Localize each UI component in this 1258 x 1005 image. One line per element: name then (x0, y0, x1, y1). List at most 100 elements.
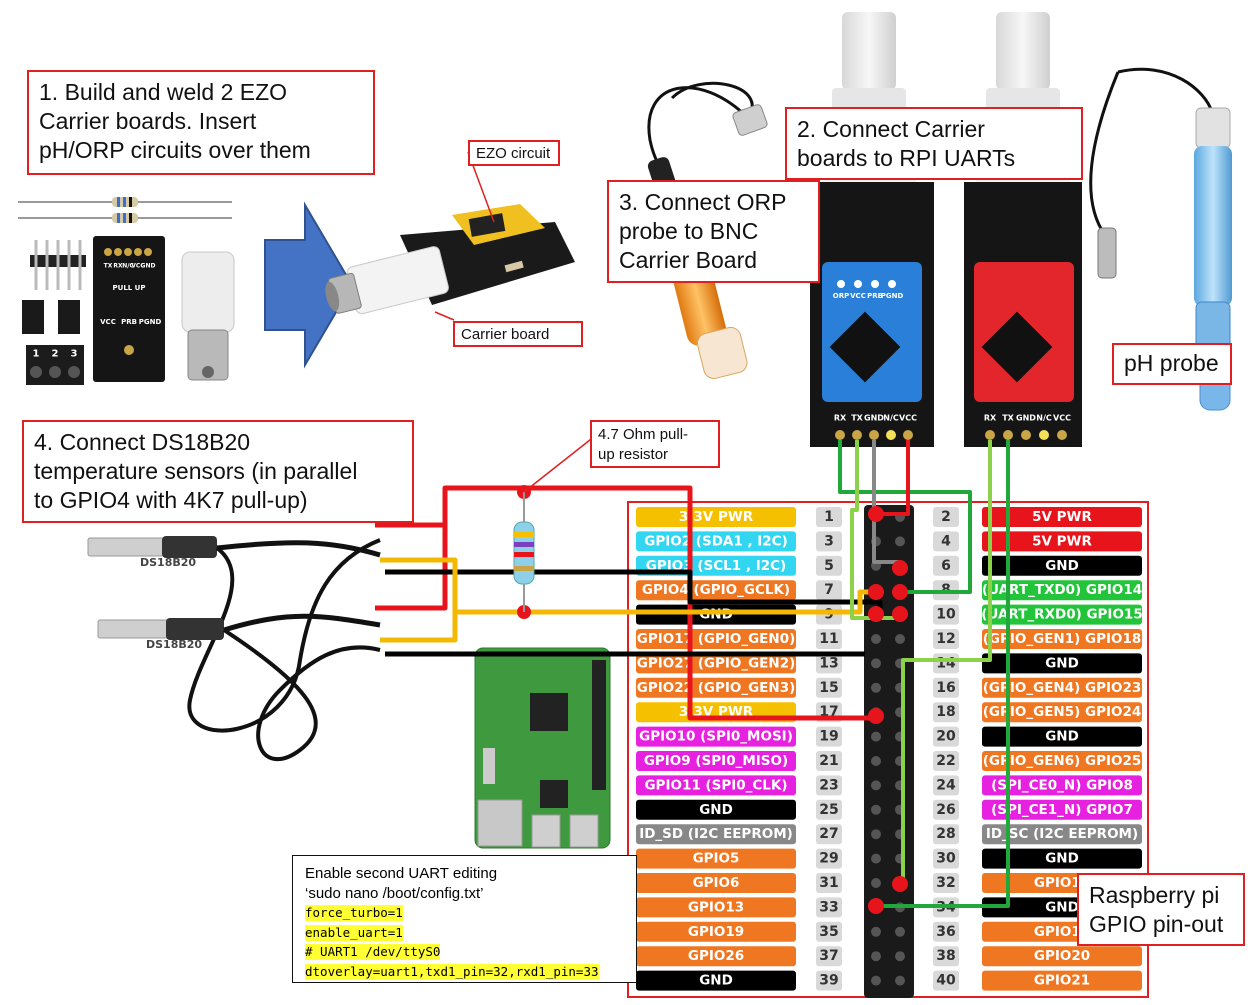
gpio-left-badge (636, 921, 796, 942)
rpi-line: Raspberry pi (1089, 882, 1220, 908)
raspberry-pi-board (474, 647, 611, 849)
gpio-pin-number: 9 (824, 607, 834, 623)
gpio-pin-number: 36 (936, 924, 955, 940)
gpio-pin-number-box (816, 580, 842, 601)
ezo-pin-label: VCC (899, 414, 917, 423)
gpio-pin-number-box (816, 653, 842, 674)
ezo-orp-board: ORP VCC PRB PGND RX TX GND N/C VCC (810, 182, 934, 447)
sensor-label: DS18B20 (146, 638, 202, 651)
gpio-left-badge (636, 653, 796, 674)
gpio-pin-number: 39 (819, 973, 838, 989)
gpio-pin-number-box (816, 921, 842, 942)
kit-pcb-label: TX (104, 263, 113, 270)
gpio-left-badge (636, 726, 796, 747)
step4-line: temperature sensors (in parallel (34, 457, 358, 484)
gpio-left-label: GND (699, 973, 733, 989)
kit-jumper-icon (22, 300, 44, 334)
kit-pin-header-icon (30, 240, 86, 290)
gpio-pin-number-box (816, 507, 842, 527)
gpio-pin-number-box (933, 702, 959, 723)
ds18b20-sensor-2: DS18B20 (97, 613, 381, 762)
gpio-left-label: GPIO4 (GPIO_GCLK) (642, 582, 790, 598)
gpio-pin-number-box (816, 873, 842, 893)
gpio-pin-number: 28 (936, 826, 955, 842)
kit-terminal-block-icon: 1 2 3 (26, 345, 84, 385)
gpio-left-badge (636, 946, 796, 967)
gpio-right-badge (982, 970, 1142, 991)
carrier-board-text: Carrier board (461, 326, 550, 343)
gpio-pin-number: 33 (819, 899, 838, 915)
uart-config-note: Enable second UART editing ‘sudo nano /b… (292, 855, 637, 983)
ezo-pin-label: ORP (833, 292, 849, 300)
gpio-right-badge (982, 677, 1142, 698)
gpio-right-label: 5V PWR (1032, 533, 1092, 549)
ezo-pin-label: GND (1016, 414, 1036, 423)
gpio-right-badge (982, 726, 1142, 747)
kit-pullup-label: PULL UP (113, 284, 146, 292)
gpio-pin-hole (871, 731, 881, 742)
gpio-pin-number: 25 (819, 802, 838, 818)
gpio-left-label: GND (699, 607, 733, 623)
ezo-pin-label: PGND (881, 292, 904, 300)
gpio-pin-number: 38 (936, 948, 955, 964)
ezo-pin-label: GND (864, 414, 884, 423)
gpio-pin-number: 29 (819, 851, 838, 867)
ezo-pin-label: RX (834, 414, 847, 423)
gpio-pin-number-box (816, 799, 842, 820)
gpio-pin-hole (871, 658, 881, 669)
gpio-right-label: GND (1045, 899, 1079, 915)
gpio-pin-number-box (933, 946, 959, 967)
gpio-pin-hole (871, 829, 881, 840)
step1-line: pH/ORP circuits over them (39, 136, 311, 163)
gpio-right-label: GND (1045, 655, 1079, 671)
step4-callout: 4. Connect DS18B20 temperature sensors (… (22, 420, 414, 523)
kit-jumper-icon (58, 300, 80, 334)
gpio-right-label: ID_SC (I2C EEPROM) (986, 826, 1138, 842)
kit-pcb-label: GND (141, 263, 156, 270)
config-code-line: dtoverlay=uart1,txd1_pin=32,rxd1_pin=33 (305, 963, 599, 980)
gpio-pin-number: 37 (819, 948, 838, 964)
gpio-left-badge (636, 824, 796, 845)
kit-pcb-label: VCC (100, 318, 116, 326)
gpio-left-badge (636, 848, 796, 869)
gpio-pin-number-box (933, 726, 959, 747)
gpio-right-label: GND (1045, 558, 1079, 574)
gpio-pin-number: 23 (819, 777, 838, 793)
gpio-pin-number-box (933, 604, 959, 625)
resistor-line: 4.7 Ohm pull- (598, 426, 689, 443)
gpio-pin-number: 4 (941, 533, 951, 549)
gpio-pin-hole (871, 878, 881, 888)
ezo-circuit-label: EZO circuit (468, 140, 560, 166)
gpio-left-badge (636, 629, 796, 649)
gpio-pin-number-box (933, 775, 959, 796)
gpio-pin-hole (871, 951, 881, 962)
gpio-left-label: GPIO5 (693, 851, 740, 867)
kit-terminal-label: 1 (33, 349, 40, 360)
gpio-left-label: ID_SD (I2C EEPROM) (639, 826, 793, 842)
carrier-board-label: Carrier board (453, 321, 583, 347)
kit-resistor-icon (18, 197, 232, 223)
ezo-ph-board: RX TX GND N/C VCC (964, 182, 1082, 447)
gpio-right-badge (982, 531, 1142, 552)
gpio-pin-number-box (933, 970, 959, 991)
resistor-line: up resistor (598, 446, 669, 464)
gpio-pin-hole (871, 804, 881, 815)
gpio-pin-hole (895, 926, 905, 937)
rpi-pinout-label: Raspberry pi GPIO pin-out (1077, 873, 1245, 946)
kit-pcb-label: N/C (122, 263, 134, 270)
gpio-pin-hole (871, 853, 881, 864)
gpio-pin-number: 26 (936, 802, 955, 818)
gpio-right-badge (982, 604, 1142, 625)
gpio-pin-hole (895, 951, 905, 962)
gpio-right-label: GPIO12 (1034, 875, 1090, 891)
gpio-right-badge (982, 751, 1142, 771)
gpio-pin-number-box (816, 970, 842, 991)
ezo-circuit-text: EZO circuit (476, 145, 551, 162)
gpio-left-label: GPIO19 (688, 924, 744, 940)
gpio-left-label: GPIO26 (688, 948, 744, 964)
gpio-left-label: GPIO2 (SDA1 , I2C) (644, 533, 788, 549)
gpio-right-badge (982, 702, 1142, 723)
gpio-pin-number-box (816, 946, 842, 967)
config-code-line: # UART1 /dev/ttyS0 (305, 944, 441, 961)
gpio-pin-number: 22 (936, 753, 955, 769)
